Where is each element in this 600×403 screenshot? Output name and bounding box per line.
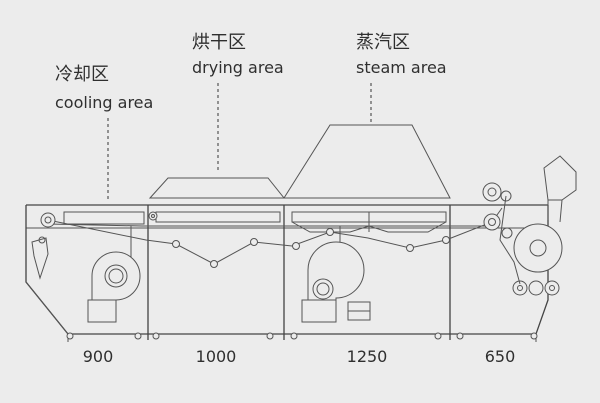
- folder-arm: [543, 155, 577, 201]
- steam-area-label-zh: 蒸汽区: [356, 32, 410, 53]
- exit-length-value: 650: [485, 347, 516, 366]
- drying-area-label-en: drying area: [192, 58, 284, 77]
- cooling-area-label-en: cooling area: [55, 93, 153, 112]
- steam-area-label: 蒸汽区 steam area: [356, 32, 447, 77]
- steam-area-label-en: steam area: [356, 58, 447, 77]
- cooling-fan: [87, 226, 141, 323]
- casters: [66, 332, 538, 340]
- cooling-length-value: 900: [83, 347, 114, 366]
- belt-path: [47, 223, 492, 227]
- steam-fan: [301, 226, 371, 323]
- drying-hood: [148, 177, 286, 199]
- steam-hood: [283, 124, 451, 199]
- heater-panels: [63, 211, 447, 233]
- cooling-area-label-zh: 冷却区: [55, 64, 109, 85]
- drying-area-label-zh: 烘干区: [192, 32, 246, 53]
- exit-section: [482, 155, 577, 296]
- cooling-area-label: 冷却区 cooling area: [55, 64, 153, 112]
- steam-length-value: 1250: [347, 347, 388, 366]
- drying-area-label: 烘干区 drying area: [192, 32, 284, 77]
- guide-rollers: [148, 211, 450, 268]
- entry-roller: [40, 212, 56, 228]
- fabric-path: [47, 207, 503, 265]
- drying-length-value: 1000: [196, 347, 237, 366]
- tension-arm: [31, 237, 49, 280]
